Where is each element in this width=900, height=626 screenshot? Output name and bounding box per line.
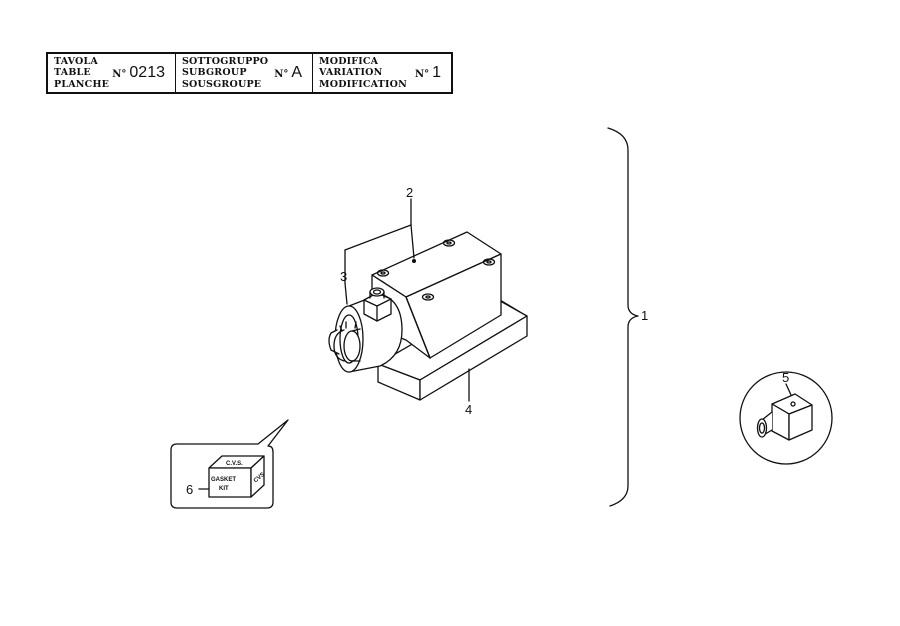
assembly-bracket <box>607 127 639 507</box>
sottogruppo-label-fr: SOUSGROUPE <box>182 78 262 90</box>
leader-3-to-coil <box>344 282 348 305</box>
kit-label-kit: KIT <box>219 486 229 492</box>
sottogruppo-label-it: SOTTOGRUPPO <box>182 55 269 67</box>
tavola-number-prefix: N° <box>112 69 127 80</box>
tavola-value-group: N° 0213 <box>112 64 165 82</box>
tavola-number: 0213 <box>129 64 165 81</box>
modifica-number-prefix: N° <box>414 69 430 80</box>
connector-detail-circle <box>739 371 833 465</box>
tavola-label-en: TABLE <box>54 67 91 79</box>
plate-header-table: TAVOLA TABLE PLANCHE N° 0213 SOTTOGRUPPO… <box>46 52 453 94</box>
sottogruppo-number-prefix: N° <box>274 69 289 80</box>
modifica-label-fr: MODIFICATION <box>319 78 407 90</box>
leader-2-left <box>344 224 412 251</box>
sottogruppo-cell: SOTTOGRUPPO SUBGROUP SOUSGROUPE N° A <box>176 54 313 92</box>
callout-6: 6 <box>186 482 193 497</box>
sottogruppo-value-group: N° A <box>274 64 302 82</box>
modifica-number: 1 <box>432 64 441 81</box>
modifica-value-group: N° 1 <box>415 64 441 82</box>
callout-2: 2 <box>406 185 413 200</box>
leader-2-right <box>410 224 415 259</box>
sottogruppo-labels: SOTTOGRUPPO SUBGROUP SOUSGROUPE <box>176 56 268 91</box>
kit-label-gasket: GASKET <box>211 477 236 483</box>
callout-4: 4 <box>465 402 472 417</box>
modifica-cell: MODIFICA VARIATION MODIFICATION N° 1 <box>313 54 451 92</box>
tavola-cell: TAVOLA TABLE PLANCHE N° 0213 <box>48 54 176 92</box>
sottogruppo-number: A <box>291 64 302 81</box>
sottogruppo-label-en: SUBGROUP <box>182 67 247 79</box>
modifica-label-en: VARIATION <box>319 67 383 79</box>
solenoid-cap-nut <box>363 287 392 322</box>
tavola-label-fr: PLANCHE <box>54 78 110 90</box>
kit-brand-top: C.V.S. <box>226 461 243 467</box>
modifica-label-it: MODIFICA <box>319 55 379 67</box>
modifica-labels: MODIFICA VARIATION MODIFICATION <box>313 56 407 91</box>
callout-1: 1 <box>641 308 648 323</box>
callout-3: 3 <box>340 269 347 284</box>
tavola-label-it: TAVOLA <box>54 55 98 67</box>
gasket-kit-box <box>170 419 289 509</box>
callout-5: 5 <box>782 370 789 385</box>
tavola-labels: TAVOLA TABLE PLANCHE <box>48 56 109 91</box>
leader-5 <box>785 383 792 396</box>
